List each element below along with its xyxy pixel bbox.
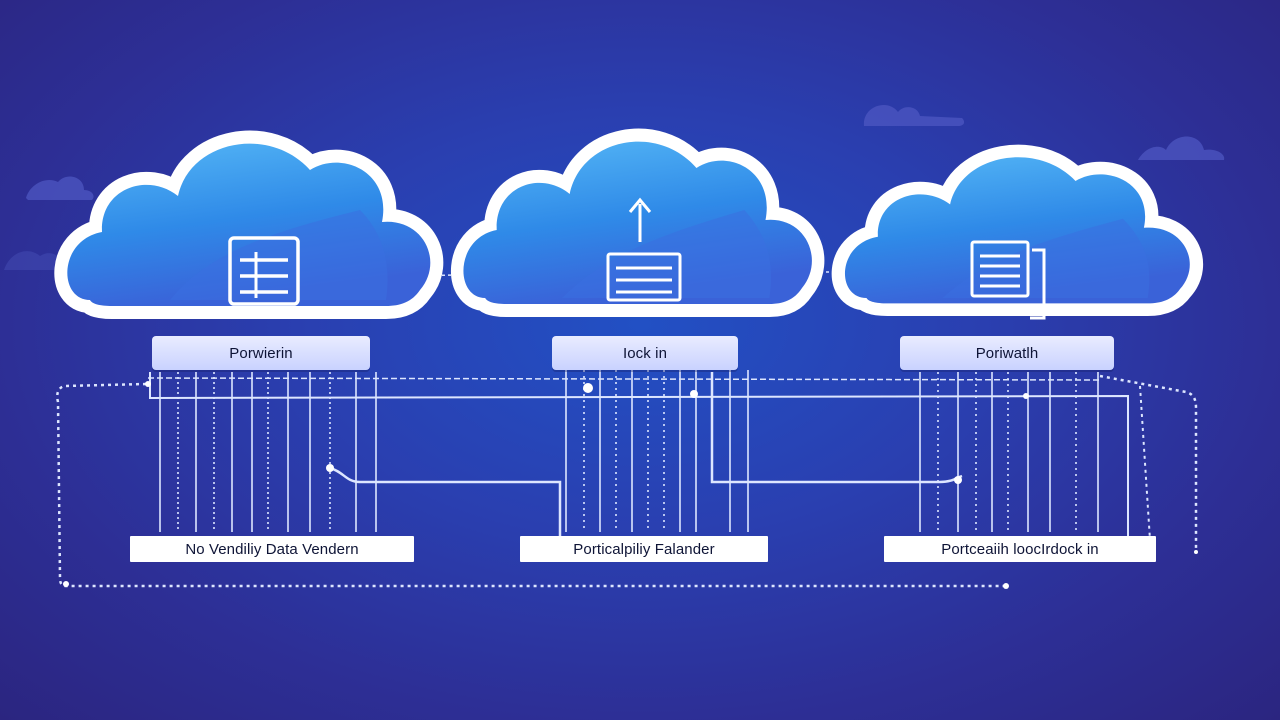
h-line-d [710,372,963,484]
cloud-label-1-text: Porwierin [229,344,293,362]
outer-dotted-right [1099,374,1198,552]
cloud-label-2-text: Iock in [622,344,668,362]
cloud-label-2: Iock in [552,336,738,370]
decor-clouds [4,104,1225,270]
bottom-label-2: Porticalpiliy Falander [520,536,768,562]
cloud-node-3 [845,157,1190,303]
bottom-label-1-text: No Vendiliy Data Vendern [185,540,359,558]
h-line-a [147,377,1101,381]
cloud-node-1 [67,144,430,306]
document-icon [970,240,1046,320]
bottom-label-3-text: Portceaiih loocIrdock in [941,540,1099,558]
cloud-label-3-text: Poriwatlh [975,344,1039,362]
connector-lines [56,271,1198,589]
connection-dots [63,381,1198,589]
decor-cloud-3 [26,176,94,200]
table-icon [228,236,300,306]
h-line-c [329,466,562,536]
bottom-label-1: No Vendiliy Data Vendern [130,536,414,562]
vlines-cloud-2 [565,370,749,532]
vlines-cloud-1 [159,372,377,532]
h-line-b [149,372,1129,540]
decor-cloud-2 [1138,136,1225,160]
decor-cloud-4 [4,251,66,270]
cloud-label-3: Poriwatlh [900,336,1114,370]
outer-dotted-loop [56,382,1006,588]
upload-icon [606,197,682,302]
decor-cloud-1 [863,104,965,126]
bottom-label-2-text: Porticalpiliy Falander [573,540,715,558]
inner-dotted-right [1139,385,1151,541]
cloud-label-1: Porwierin [152,336,370,370]
bottom-label-3: Portceaiih loocIrdock in [884,536,1156,562]
vlines-cloud-3 [919,372,1099,532]
